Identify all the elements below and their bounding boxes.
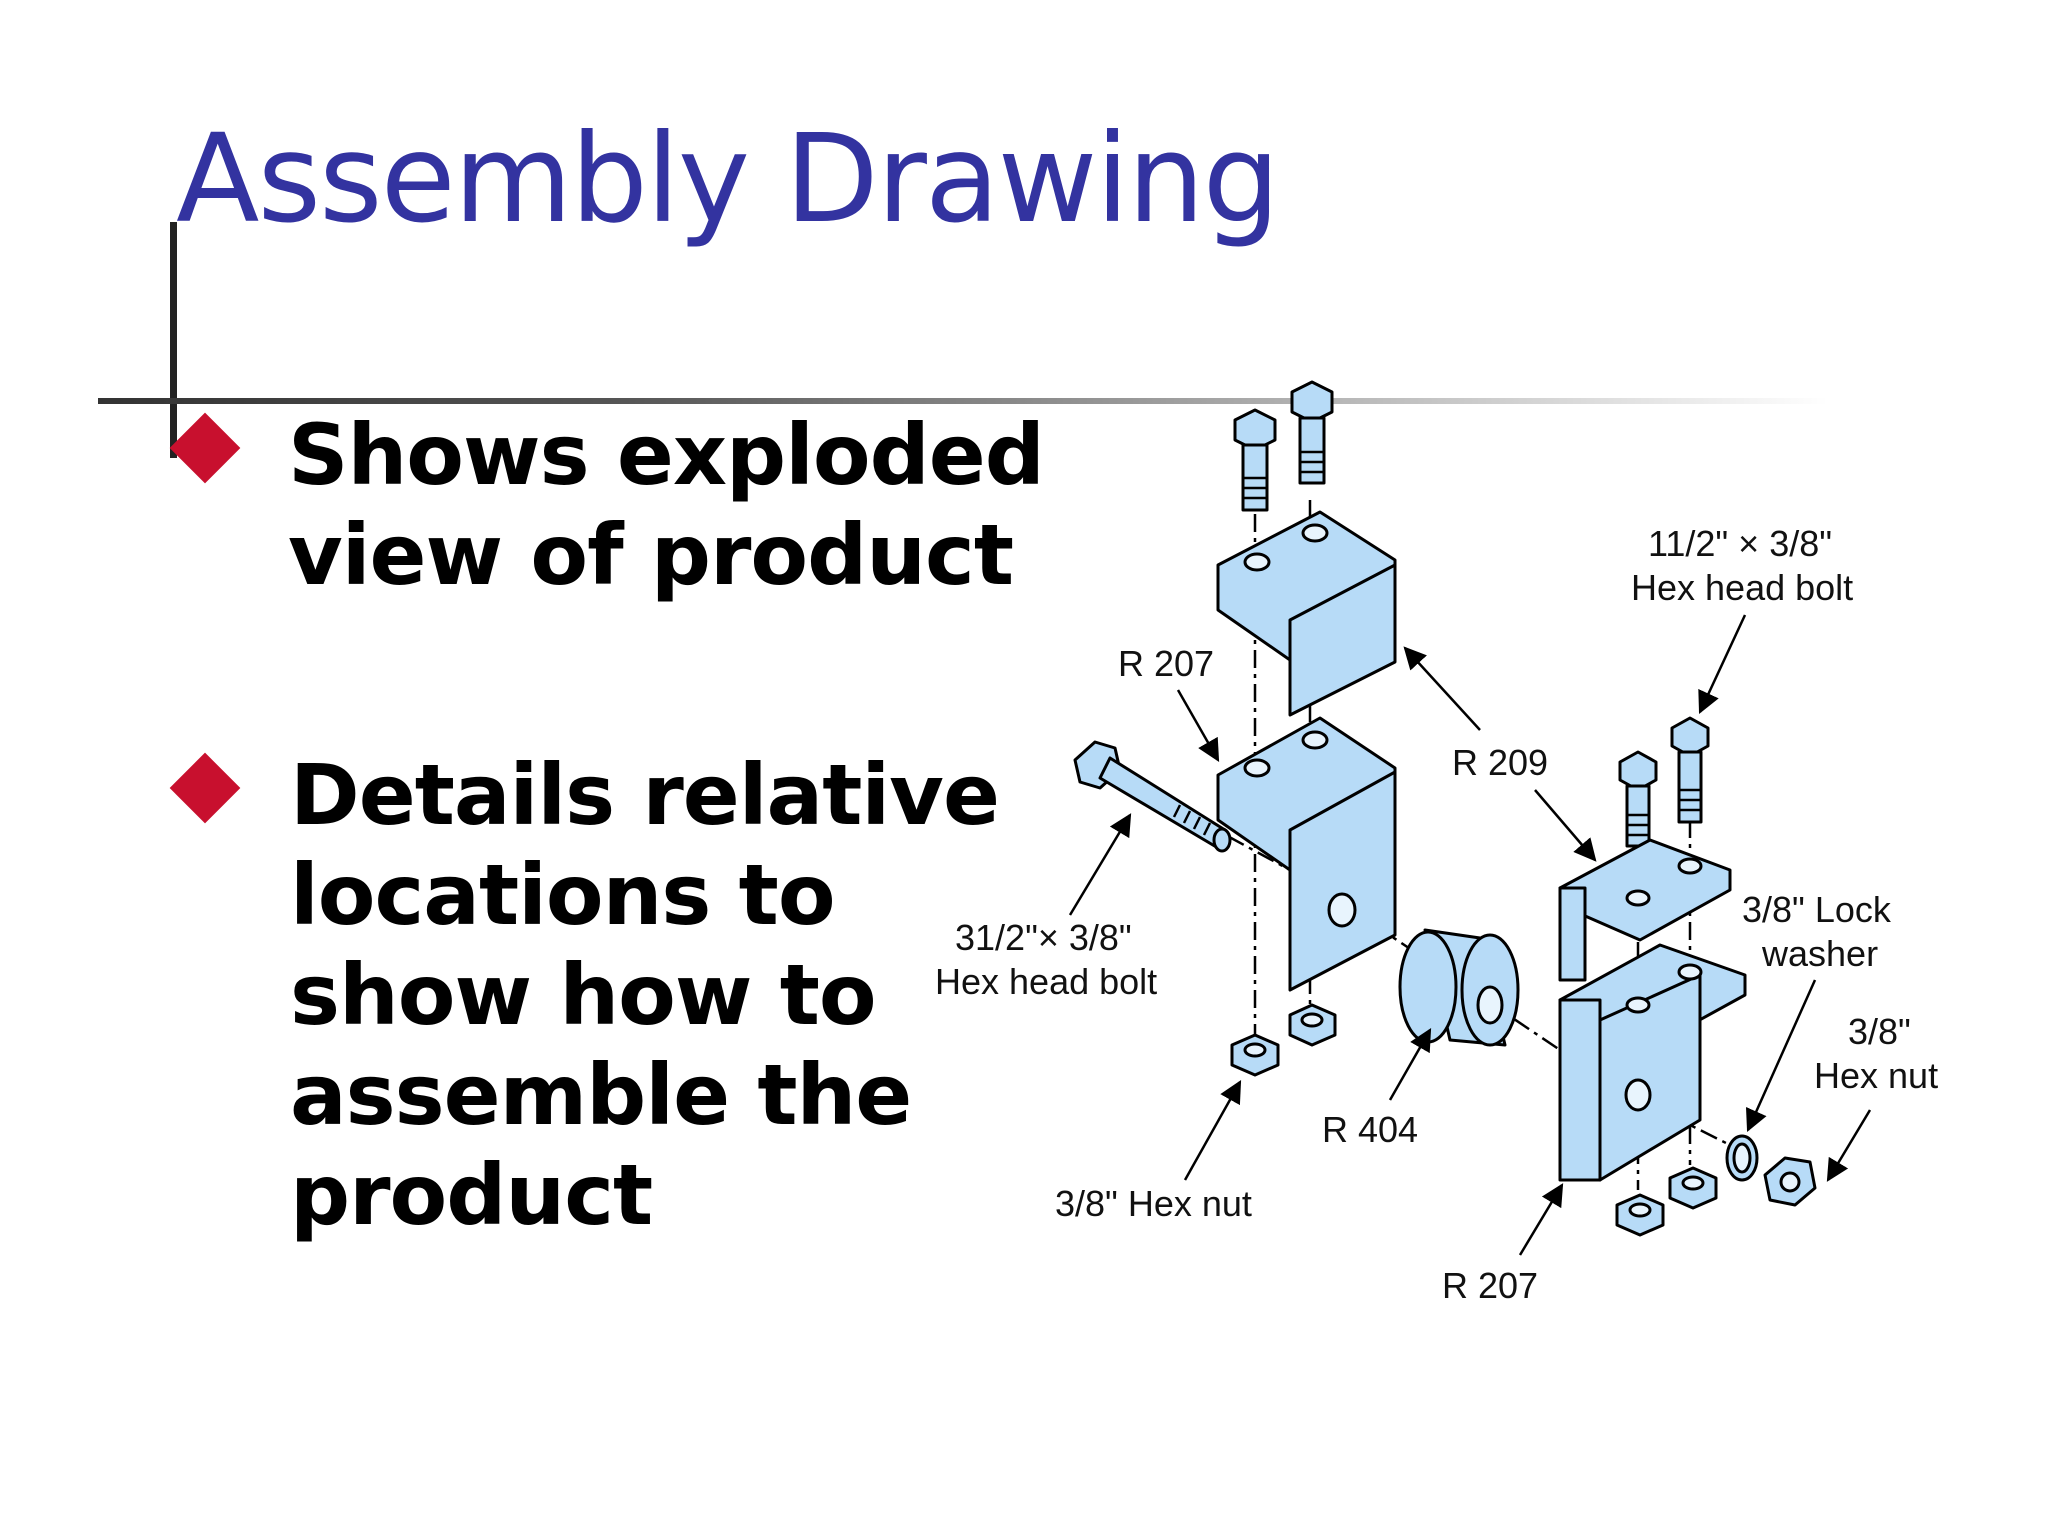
hex-bolt-icon [1618, 750, 1658, 848]
bracket-r207-right [1558, 943, 1747, 1182]
long-hex-bolt-icon [1073, 740, 1232, 853]
label-hex-nut-right-2: Hex nut [1814, 1055, 1938, 1096]
label-long-bolt-name: Hex head bolt [935, 961, 1157, 1002]
hex-nut-icon [1668, 1166, 1718, 1210]
lock-washer-icon [1725, 1134, 1759, 1182]
label-r207-bottom: R 207 [1442, 1265, 1538, 1306]
title-horizontal-rule [98, 398, 1828, 404]
label-r209: R 209 [1452, 742, 1548, 783]
label-bolt-right-dim: 11/2" × 3/8" [1648, 523, 1832, 564]
hex-bolt-icon [1233, 408, 1277, 512]
bracket-r209-upper [1216, 510, 1397, 717]
bullet-text-2: Details relative locations to show how t… [290, 746, 1000, 1244]
title-vertical-rule [170, 222, 177, 458]
bracket-r207-left [1216, 716, 1397, 992]
slide-title: Assembly Drawing [176, 108, 1280, 250]
label-lock-washer-2: washer [1761, 933, 1878, 974]
bullet-text-1: Shows exploded view of product [288, 406, 1045, 604]
leader-arrows [1068, 614, 1872, 1256]
label-r207-top: R 207 [1118, 643, 1214, 684]
label-bolt-right-name: Hex head bolt [1631, 567, 1853, 608]
label-r404: R 404 [1322, 1109, 1418, 1150]
label-hex-nut-left: 3/8" Hex nut [1055, 1183, 1252, 1224]
hex-nut-icon [1288, 1003, 1337, 1047]
hex-bolt-icon [1670, 716, 1710, 824]
hex-nut-icon [1763, 1156, 1817, 1207]
spacer-r404 [1398, 928, 1520, 1047]
label-lock-washer-1: 3/8" Lock [1742, 889, 1892, 930]
label-long-bolt-dim: 31/2"× 3/8" [955, 917, 1132, 958]
label-hex-nut-right-1: 3/8" [1848, 1011, 1911, 1052]
hex-nut-icon [1615, 1193, 1665, 1237]
hex-nut-icon [1230, 1033, 1280, 1077]
bracket-r209-right [1558, 838, 1732, 982]
hex-bolt-icon [1290, 380, 1334, 485]
